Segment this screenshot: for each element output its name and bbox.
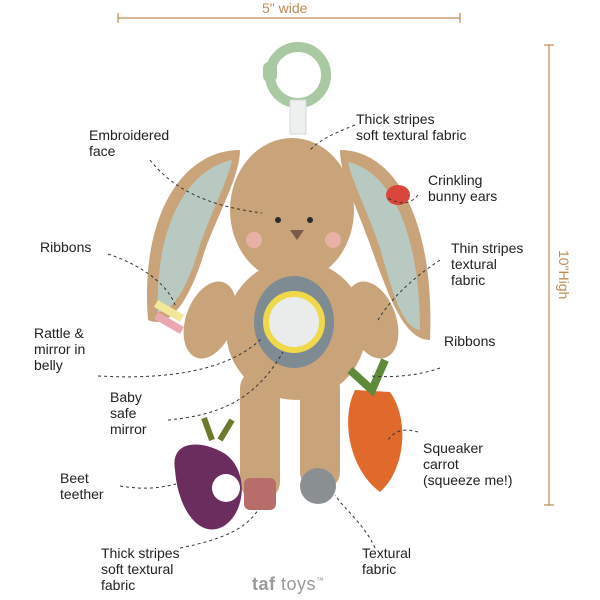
callout-textural-fabric: Textural fabric	[362, 545, 412, 577]
hanging-ribbon	[289, 99, 307, 135]
width-label: 5" wide	[262, 0, 308, 16]
callout-squeaker-carrot: Squeaker carrot (squeeze me!)	[423, 440, 513, 488]
ring-icon	[263, 42, 331, 108]
callout-ribbons-left: Ribbons	[40, 239, 92, 255]
left-leg	[240, 370, 280, 500]
height-label: 10"High	[556, 250, 572, 300]
beet-teether-icon	[174, 416, 242, 530]
right-ear	[340, 150, 431, 340]
callout-baby-mirror: Baby safe mirror	[110, 389, 147, 437]
callout-leader-lines	[97, 124, 441, 549]
logo-taf: taf	[252, 574, 276, 594]
callout-rattle-mirror: Rattle & mirror in belly	[34, 325, 86, 373]
callout-thick-stripes-top: Thick stripes soft textural fabric	[356, 111, 467, 143]
height-dimension-line	[544, 44, 554, 506]
logo-tm: ™	[316, 576, 325, 585]
logo-toys: toys	[281, 574, 317, 594]
width-dimension-line	[117, 13, 461, 23]
taf-toys-logo: taf toys™	[252, 574, 325, 595]
callout-crinkling-ears: Crinkling bunny ears	[428, 172, 498, 204]
callout-embroidered-face: Embroidered face	[89, 127, 170, 159]
right-leg	[300, 370, 340, 490]
callout-ribbons-right: Ribbons	[444, 333, 496, 349]
carrot-icon	[347, 358, 403, 492]
callout-thick-stripes-bottom: Thick stripes soft textural fabric	[101, 545, 180, 593]
mirror-icon	[263, 291, 325, 353]
textural-foot	[300, 468, 336, 504]
bunny-head	[230, 138, 354, 282]
left-ear	[146, 150, 240, 322]
callout-beet-teether: Beet teether	[60, 470, 104, 502]
callout-thin-stripes: Thin stripes textural fabric	[451, 240, 524, 288]
